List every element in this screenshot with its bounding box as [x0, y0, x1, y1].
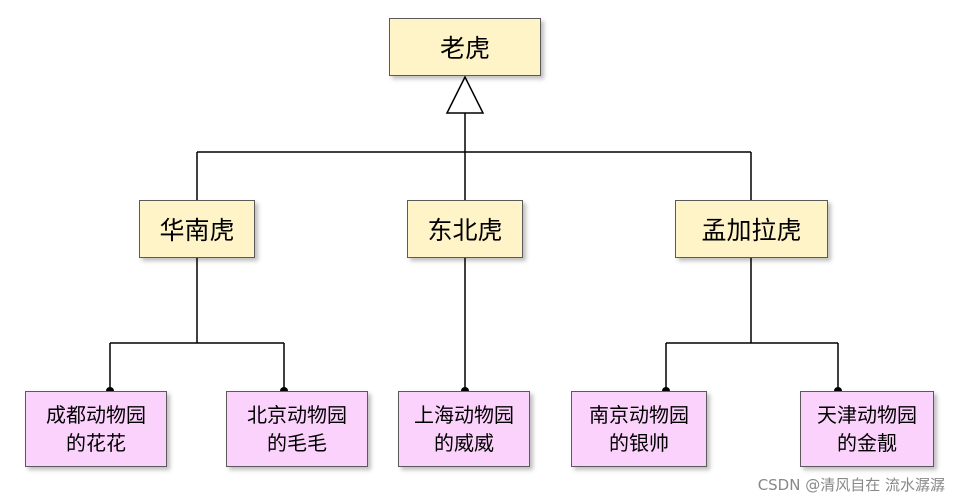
- object-line2: 的威威: [434, 431, 494, 455]
- object-chengdu-huahua: 成都动物园 的花花: [25, 391, 167, 467]
- object-line2: 的毛毛: [267, 431, 327, 455]
- class-label: 华南虎: [159, 216, 235, 245]
- object-line1: 上海动物园: [414, 403, 514, 427]
- instance-connectors: [109, 258, 839, 391]
- object-line2: 的金靓: [837, 431, 897, 455]
- class-label: 东北虎: [427, 216, 503, 245]
- class-dongbei-tiger: 东北虎: [407, 200, 523, 258]
- object-line1: 天津动物园: [817, 403, 917, 427]
- class-huanan-tiger: 华南虎: [139, 200, 255, 258]
- object-line2: 的银帅: [609, 431, 669, 455]
- object-line1: 成都动物园: [46, 403, 146, 427]
- inheritance-arrow: [445, 75, 485, 114]
- class-label: 孟加拉虎: [701, 216, 802, 245]
- object-nanjing-yinshuai: 南京动物园 的银帅: [571, 391, 707, 467]
- root-class-tiger: 老虎: [389, 18, 541, 76]
- object-line2: 的花花: [66, 431, 126, 455]
- object-line1: 南京动物园: [589, 403, 689, 427]
- class-bengal-tiger: 孟加拉虎: [675, 200, 828, 258]
- object-tianjin-jinjing: 天津动物园 的金靓: [800, 391, 934, 467]
- root-class-label: 老虎: [439, 34, 490, 63]
- object-beijing-maomao: 北京动物园 的毛毛: [226, 391, 368, 467]
- object-line1: 北京动物园: [247, 403, 347, 427]
- inheritance-connectors: [196, 113, 752, 200]
- object-shanghai-weiwei: 上海动物园 的威威: [398, 391, 530, 467]
- csdn-watermark: CSDN @清风自在 流水潺潺: [757, 476, 945, 494]
